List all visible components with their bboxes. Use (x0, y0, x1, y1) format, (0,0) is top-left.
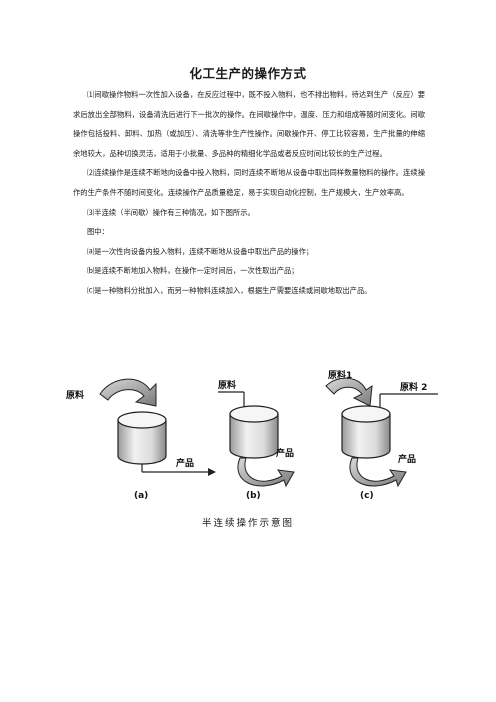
paragraph-1: ⑴间歇操作物料一次性加入设备，在反应过程中，既不投入物料，也不排出物料，待达到生… (73, 90, 425, 158)
panel-label-b: (b) (246, 491, 261, 501)
vessel-c (341, 405, 391, 459)
paragraph-5: ⒜是一次性向设备内投入物料，连续不断地从设备中取出产品的操作； (87, 246, 314, 256)
vessel-a (117, 411, 167, 465)
product-label-c: 产品 (398, 453, 416, 465)
paragraph-3: ⑶半连续（半间歇）操作有三种情况，如下图所示。 (87, 207, 255, 217)
discharge-arrow-b (237, 457, 295, 488)
panel-label-c: (c) (360, 491, 374, 501)
product-label-b: 产品 (276, 447, 294, 459)
page-title: 化工生产的操作方式 (189, 66, 307, 81)
panel-b: 原料 产品 (b) (218, 379, 295, 501)
panel-c: 原料1 原料 2 产品 (c) (325, 369, 438, 501)
product-arrowhead-a (208, 468, 216, 476)
paragraph-7: ⒞是一种物料分批加入，而另一种物料连续加入，根据生产需要连续或间歇地取出产品。 (87, 285, 372, 295)
panel-a: 原料 产品 (a) (66, 378, 216, 501)
discharge-arrow-c (349, 457, 407, 488)
raw-material-label-a: 原料 (66, 389, 84, 401)
paragraph-6: ⒝是连续不断地加入物料，在操作一定时间后，一次性取出产品； (87, 266, 299, 276)
paragraph-4: 图中： (87, 227, 109, 237)
raw-material-label-b: 原料 (218, 379, 236, 391)
body-text: ⑴间歇操作物料一次性加入设备，在反应过程中，既不投入物料，也不排出物料，待达到生… (73, 85, 425, 301)
vessel-b (229, 405, 279, 459)
paragraph-2: ⑵连续操作是连续不断地向设备中投入物料，同时连续不断地从设备中取出同样数量物料的… (73, 168, 425, 197)
feed-arrow-c (325, 377, 373, 407)
feed-arrow-a (99, 378, 157, 407)
product-label-a: 产品 (176, 457, 194, 469)
raw-material-2-label: 原料 2 (400, 381, 427, 393)
semi-continuous-diagram: 原料 产品 (a) 原料 产品 (b) 原料1 原料 2 (60, 368, 450, 506)
panel-label-a: (a) (134, 491, 148, 501)
figure-caption: 半连续操作示意图 (201, 518, 294, 529)
